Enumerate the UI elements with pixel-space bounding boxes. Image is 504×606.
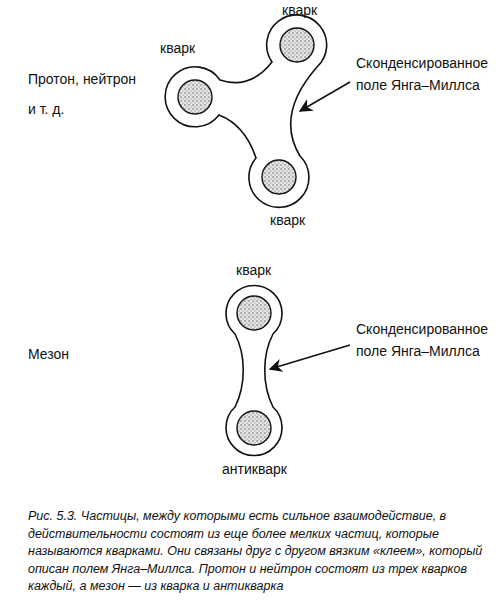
quark-label: кварк (270, 212, 305, 228)
leader-arrow (300, 82, 350, 111)
quark-label: кварк (236, 262, 271, 278)
quark-label: кварк (160, 40, 195, 56)
quark-label: кварк (282, 2, 317, 18)
quark-circle (237, 296, 271, 330)
antiquark-circle (237, 411, 271, 445)
quark-circle (280, 28, 314, 62)
figure-caption: Рис. 5.3. Частицы, между которыми есть с… (28, 508, 498, 596)
quark-circle (178, 80, 212, 114)
particle-name: Протон, нейтрон и т. д. (28, 64, 146, 124)
meson-outline (226, 285, 282, 455)
quark-circle (262, 160, 296, 194)
leader-arrow (270, 345, 350, 369)
field-label: Сконденсированное поле Янга–Миллса (356, 52, 502, 96)
antiquark-label: антикварк (222, 461, 287, 477)
field-label: Сконденсированное поле Янга–Миллса (356, 318, 502, 362)
particle-name: Мезон (28, 346, 69, 362)
